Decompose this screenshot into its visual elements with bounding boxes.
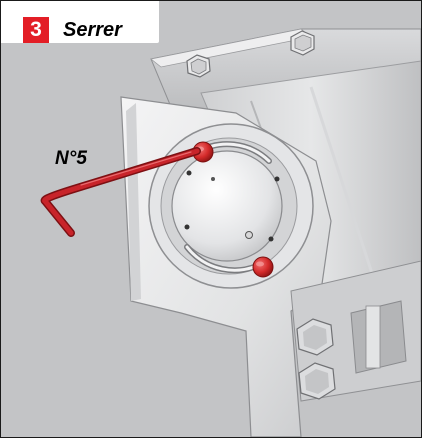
hex-bolt-icon bbox=[290, 30, 315, 56]
hex-bolt-icon bbox=[186, 54, 211, 78]
allen-key-icon bbox=[40, 147, 201, 237]
red-cap-screw-bottom bbox=[252, 256, 274, 278]
step-title: Serrer bbox=[63, 19, 122, 41]
hex-key-size-label: N°5 bbox=[55, 148, 87, 169]
rotary-housing bbox=[148, 123, 314, 289]
step-number-badge: 3 bbox=[23, 17, 49, 43]
hex-nut-icon bbox=[298, 362, 336, 400]
hex-nut-icon bbox=[296, 318, 334, 356]
